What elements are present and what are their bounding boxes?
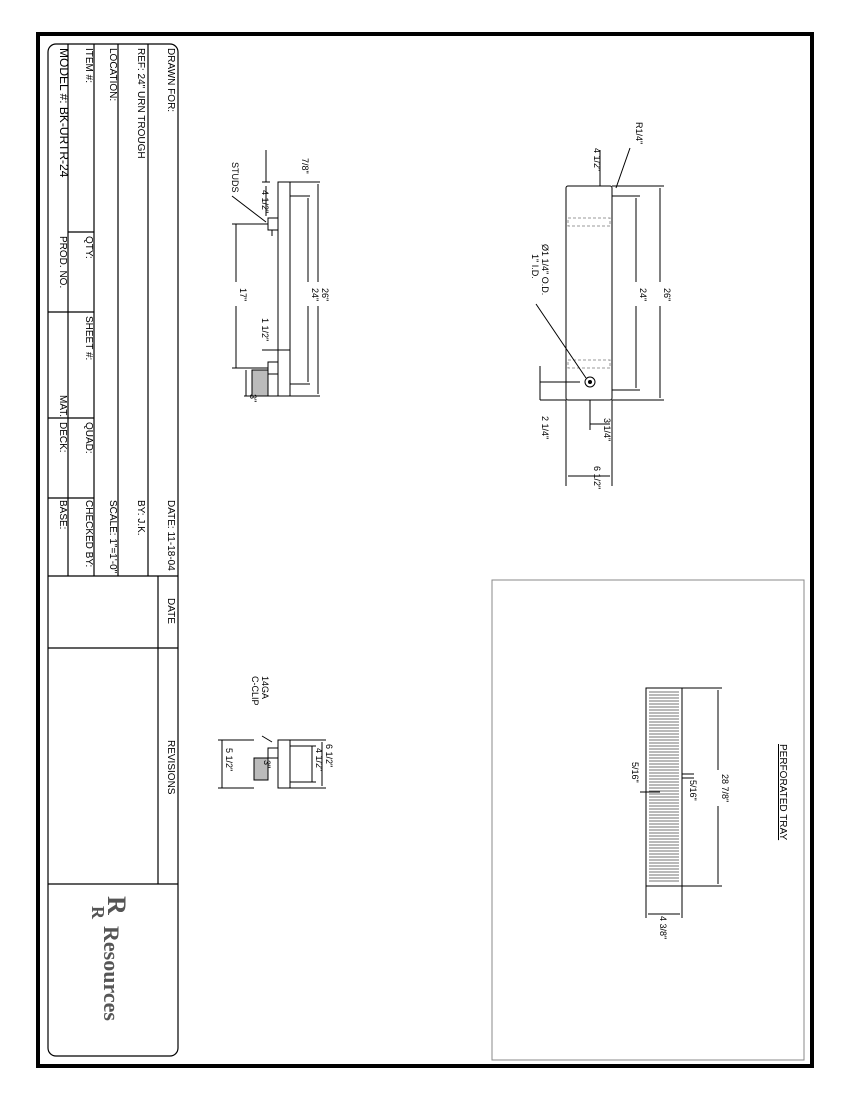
- side-dim-24: 24": [310, 288, 320, 301]
- end-dim-5-1-2: 5 1/2": [224, 748, 234, 771]
- location-label: LOCATION:: [107, 48, 118, 101]
- side-dim-26: 26": [320, 288, 330, 301]
- date-value: DATE: 11-18-04: [165, 500, 176, 571]
- qty-label: QTY:: [83, 236, 94, 259]
- item-label: ITEM #:: [83, 48, 94, 83]
- tray-dim-5-16-b: 5/16": [630, 762, 640, 783]
- end-dim-3: 3": [262, 760, 272, 768]
- side-dim-3: 3": [248, 394, 258, 402]
- perforated-tray: [640, 687, 722, 918]
- side-dim-7-8: 7/8": [300, 158, 310, 174]
- end-dim-4-1-2: 4 1/2": [314, 748, 324, 771]
- drain-hole: [584, 376, 596, 388]
- top-dim-3-1-4: 3 1/4": [602, 418, 612, 441]
- side-dim-1-1-2: 1 1/2": [260, 318, 270, 341]
- top-view: [535, 147, 664, 486]
- revision-date-header: DATE: [165, 598, 176, 624]
- sheet-label: SHEET #:: [83, 316, 94, 360]
- top-dim-r14: R1/4": [634, 122, 644, 144]
- top-dim-6-1-2: 6 1/2": [592, 466, 602, 489]
- hole-callout-id: 1" I.D.: [530, 254, 540, 279]
- by-label: BY: J.K.: [135, 500, 146, 536]
- mat-label: MAT.: [57, 395, 68, 417]
- top-dim-26: 26": [662, 288, 672, 301]
- tray-dim-28-7-8: 28 7/8": [720, 774, 730, 802]
- studs-label: STUDS: [230, 162, 240, 193]
- model-label: MODEL #: BK-URTR-24: [57, 48, 71, 178]
- revisions-header: REVISIONS: [165, 740, 176, 795]
- hole-callout-od: Ø1 1/4" O.D.: [540, 244, 550, 295]
- company-logo: R R Resources: [88, 896, 131, 1021]
- base-label: BASE:: [57, 500, 68, 529]
- outer-border: [36, 32, 814, 1068]
- tray-dim-5-16-a: 5/16": [688, 780, 698, 801]
- clip-callout-type: C-CLIP: [250, 676, 260, 706]
- tray-title: PERFORATED TRAY: [777, 744, 788, 840]
- tray-panel: [491, 579, 805, 1061]
- prod-no-label: PROD. NO.: [57, 236, 68, 288]
- ref-label: REF: 24" URN TROUGH: [135, 48, 146, 159]
- logo-mark-bottom: R: [88, 906, 108, 920]
- side-view: [231, 150, 320, 397]
- quad-label: QUAD:: [83, 422, 94, 454]
- top-dim-2-1-4: 2 1/4": [540, 416, 550, 439]
- end-dim-6-1-2: 6 1/2": [324, 744, 334, 767]
- clip-callout-gauge: 14GA: [260, 676, 270, 699]
- tray-dim-4-3-8: 4 3/8": [658, 916, 668, 939]
- side-dim-4-1-2: 4 1/2": [260, 190, 270, 213]
- end-view: [218, 735, 326, 789]
- deck-label: DECK:: [57, 422, 68, 453]
- logo-mark-top: R: [102, 896, 131, 915]
- logo-wordmark: Resources: [99, 926, 124, 1021]
- scale-label: SCALE: 1"=1'-0": [107, 500, 118, 574]
- checked-by-label: CHECKED BY:: [83, 500, 94, 567]
- top-dim-24: 24": [638, 288, 648, 301]
- top-dim-4-1-2: 4 1/2": [592, 148, 602, 171]
- title-block: [47, 43, 179, 1057]
- side-dim-17: 17": [238, 288, 248, 301]
- drawn-for-label: DRAWN FOR:: [165, 48, 176, 112]
